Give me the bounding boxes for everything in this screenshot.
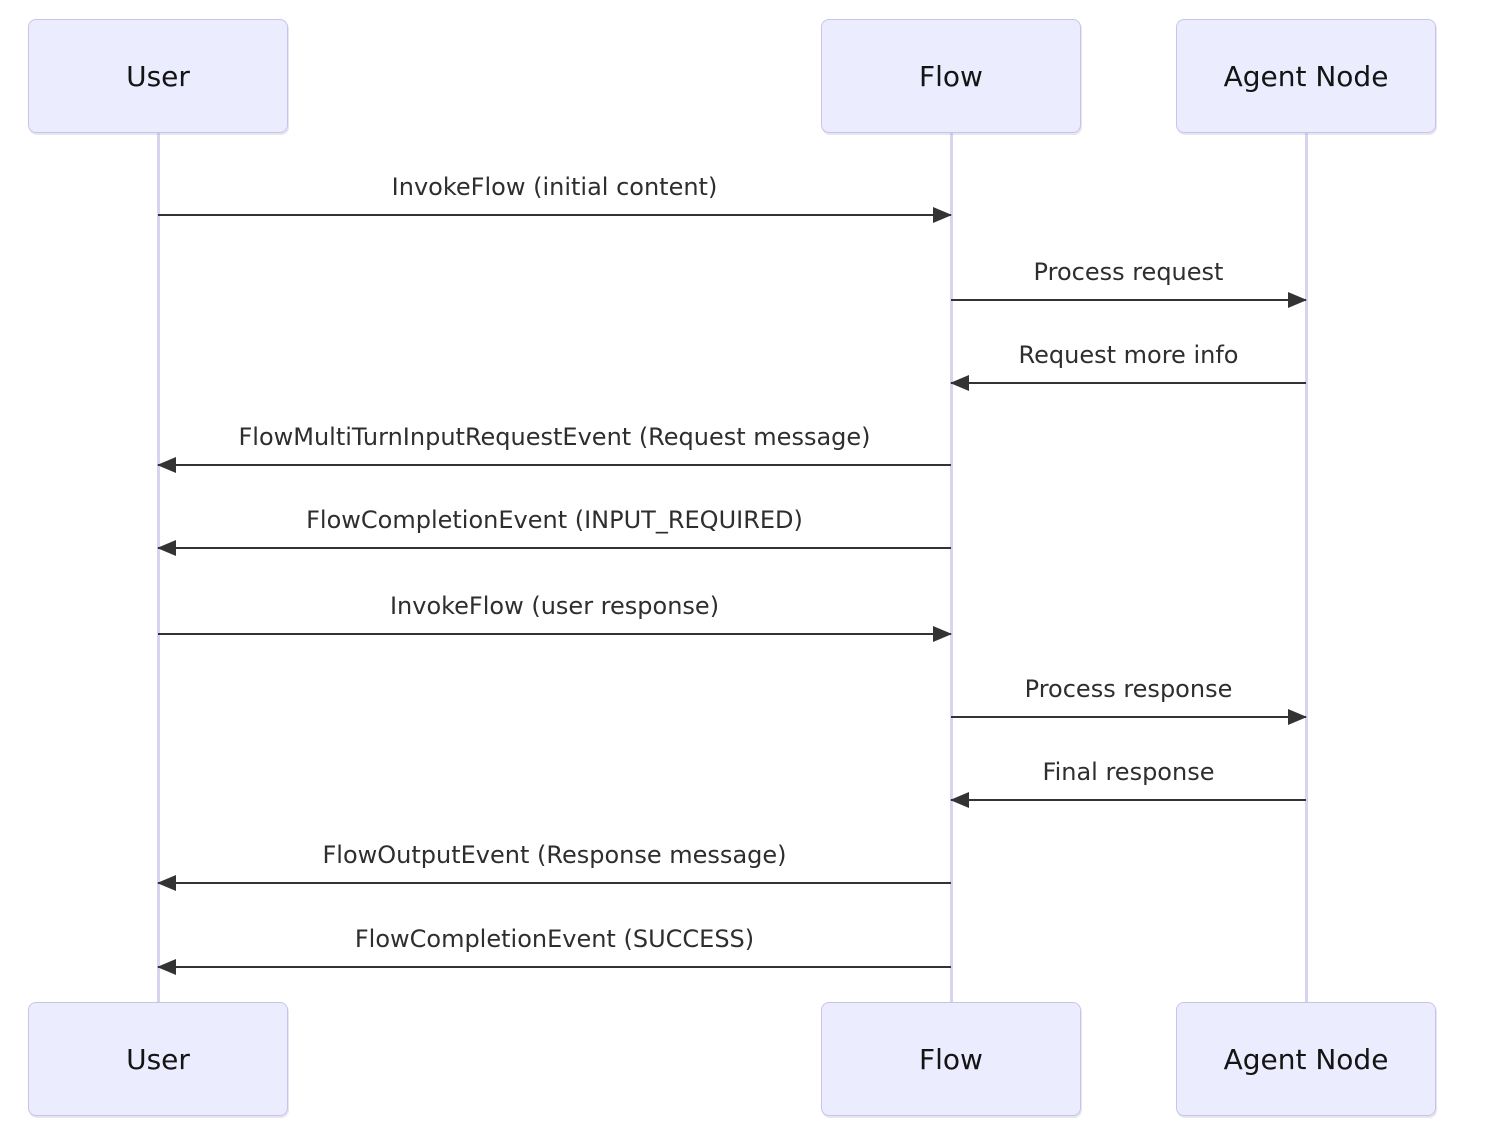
arrowhead-left-icon bbox=[157, 540, 176, 556]
arrowhead-right-icon bbox=[1288, 292, 1307, 308]
actor-box-top-user: User bbox=[28, 19, 288, 133]
message-line bbox=[157, 457, 951, 473]
message-label: FlowCompletionEvent (INPUT_REQUIRED) bbox=[306, 506, 803, 534]
message-line bbox=[157, 959, 951, 975]
actor-label: Flow bbox=[919, 1042, 983, 1076]
actor-label: Agent Node bbox=[1223, 1042, 1389, 1076]
arrowhead-left-icon bbox=[950, 792, 969, 808]
message-label: InvokeFlow (initial content) bbox=[391, 173, 718, 201]
message-label: InvokeFlow (user response) bbox=[389, 592, 720, 620]
message-label: Request more info bbox=[1018, 341, 1239, 369]
message-label: FlowOutputEvent (Response message) bbox=[322, 841, 787, 869]
actor-box-bottom-agent: Agent Node bbox=[1176, 1002, 1436, 1116]
message-line bbox=[158, 207, 952, 223]
message-label: Process request bbox=[1033, 258, 1224, 286]
message-label: FlowCompletionEvent (SUCCESS) bbox=[354, 925, 755, 953]
message-label: Process response bbox=[1024, 675, 1233, 703]
arrowhead-left-icon bbox=[157, 457, 176, 473]
actor-label: User bbox=[126, 59, 190, 93]
actor-label: Agent Node bbox=[1223, 59, 1389, 93]
actor-label: Flow bbox=[919, 59, 983, 93]
arrowhead-left-icon bbox=[157, 875, 176, 891]
message-line bbox=[157, 875, 951, 891]
message-line bbox=[951, 709, 1307, 725]
arrowhead-left-icon bbox=[950, 375, 969, 391]
actor-box-bottom-flow: Flow bbox=[821, 1002, 1081, 1116]
actor-box-top-flow: Flow bbox=[821, 19, 1081, 133]
lifeline-user bbox=[156, 132, 160, 1003]
lifeline-agent bbox=[1304, 132, 1308, 1003]
actor-box-bottom-user: User bbox=[28, 1002, 288, 1116]
arrowhead-right-icon bbox=[933, 207, 952, 223]
message-label: Final response bbox=[1042, 758, 1215, 786]
arrowhead-right-icon bbox=[1288, 709, 1307, 725]
actor-label: User bbox=[126, 1042, 190, 1076]
actor-box-top-agent: Agent Node bbox=[1176, 19, 1436, 133]
message-line bbox=[950, 375, 1306, 391]
lifeline-flow bbox=[949, 132, 953, 1003]
message-line bbox=[951, 292, 1307, 308]
message-line bbox=[157, 540, 951, 556]
arrowhead-left-icon bbox=[157, 959, 176, 975]
arrowhead-right-icon bbox=[933, 626, 952, 642]
message-line bbox=[158, 626, 952, 642]
message-line bbox=[950, 792, 1306, 808]
message-label: FlowMultiTurnInputRequestEvent (Request … bbox=[238, 423, 871, 451]
